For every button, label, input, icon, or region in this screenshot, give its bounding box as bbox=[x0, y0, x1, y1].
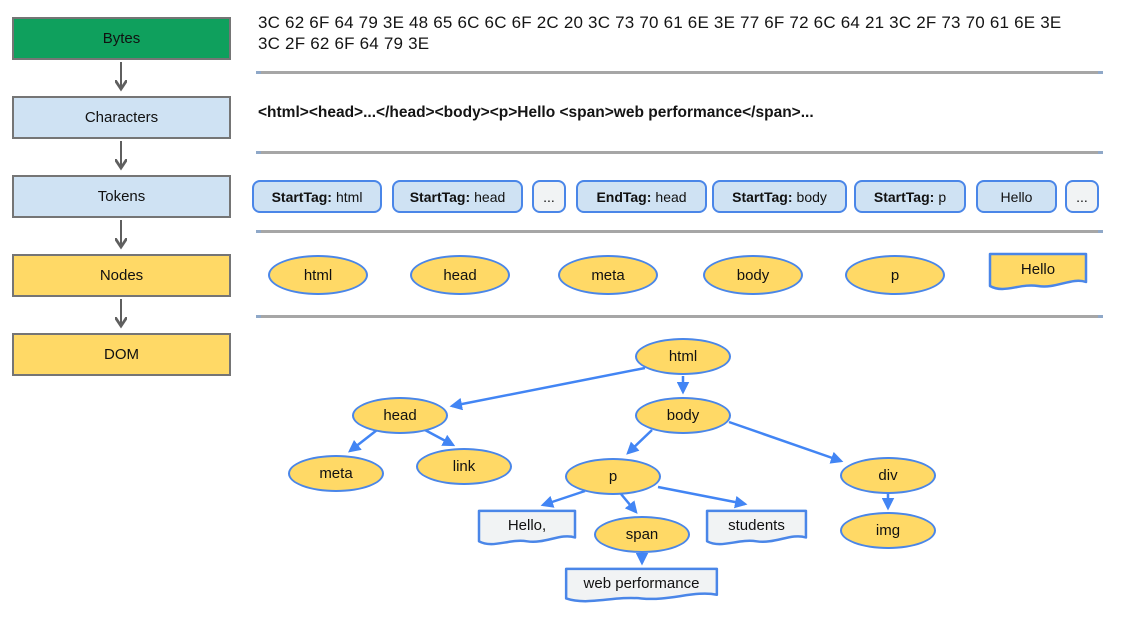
node-label: meta bbox=[319, 465, 353, 482]
stage-label: Tokens bbox=[97, 188, 146, 205]
dom-node-img: img bbox=[840, 512, 936, 549]
token-value: head bbox=[655, 188, 687, 205]
node-label: span bbox=[625, 526, 659, 543]
token-endtag-head: EndTag:head bbox=[576, 180, 707, 213]
stage-box-characters: Characters bbox=[12, 96, 231, 139]
stage-box-bytes: Bytes bbox=[12, 17, 231, 60]
row-divider bbox=[256, 315, 1103, 318]
dom-textnode-web-performance: web performance bbox=[563, 567, 720, 604]
dom-node-p: p bbox=[565, 458, 661, 495]
node-label: p bbox=[608, 468, 618, 485]
token-value: Hello bbox=[1000, 188, 1033, 205]
token-value: p bbox=[938, 188, 947, 205]
node-label: link bbox=[452, 458, 476, 475]
stage-box-nodes: Nodes bbox=[12, 254, 231, 297]
node-label: body bbox=[736, 266, 770, 284]
node-body: body bbox=[703, 255, 803, 295]
dom-node-span: span bbox=[594, 516, 690, 553]
node-head: head bbox=[410, 255, 510, 295]
node-meta: meta bbox=[558, 255, 658, 295]
node-label: head bbox=[443, 266, 477, 284]
dom-node-html: html bbox=[635, 338, 731, 375]
node-text-hello: Hello bbox=[988, 252, 1088, 292]
node-label: meta bbox=[591, 266, 625, 284]
token-ellipsis: ... bbox=[1065, 180, 1099, 213]
node-html: html bbox=[268, 255, 368, 295]
document-shape bbox=[988, 252, 1088, 292]
stage-box-tokens: Tokens bbox=[12, 175, 231, 218]
node-label: p bbox=[890, 266, 900, 284]
token-starttag-p: StartTag:p bbox=[854, 180, 966, 213]
dom-node-div: div bbox=[840, 457, 936, 494]
document-shape bbox=[563, 567, 720, 604]
dom-textnode-hello: Hello, bbox=[477, 509, 577, 547]
token-type: StartTag: bbox=[409, 188, 471, 205]
token-value: ... bbox=[1076, 188, 1088, 205]
token-value: ... bbox=[543, 188, 555, 205]
dom-node-body: body bbox=[635, 397, 731, 434]
token-type: StartTag: bbox=[873, 188, 935, 205]
row-divider bbox=[256, 151, 1103, 154]
token-starttag-body: StartTag:body bbox=[712, 180, 847, 213]
token-value: body bbox=[796, 188, 827, 205]
node-label: div bbox=[878, 467, 898, 484]
node-label: html bbox=[303, 266, 333, 284]
token-text-hello: Hello bbox=[976, 180, 1057, 213]
node-label: students bbox=[728, 517, 785, 534]
token-ellipsis: ... bbox=[532, 180, 566, 213]
characters-markup-text: <html><head>...</head><body><p>Hello <sp… bbox=[258, 104, 814, 121]
dom-node-meta: meta bbox=[288, 455, 384, 492]
bytes-hex-text: 3C 62 6F 64 79 3E 48 65 6C 6C 6F 2C 20 3… bbox=[258, 13, 1062, 53]
row-divider bbox=[256, 71, 1103, 74]
node-p: p bbox=[845, 255, 945, 295]
document-shape bbox=[477, 509, 577, 547]
token-value: head bbox=[474, 188, 506, 205]
token-value: html bbox=[335, 188, 363, 205]
token-starttag-html: StartTag:html bbox=[252, 180, 382, 213]
node-label: body bbox=[666, 407, 700, 424]
stage-label: Characters bbox=[84, 109, 159, 126]
token-type: StartTag: bbox=[732, 188, 793, 205]
dom-node-head: head bbox=[352, 397, 448, 434]
stage-box-dom: DOM bbox=[12, 333, 231, 376]
token-starttag-head: StartTag:head bbox=[392, 180, 523, 213]
stage-label: Bytes bbox=[102, 30, 141, 47]
dom-textnode-students: students bbox=[705, 509, 808, 547]
stage-label: DOM bbox=[104, 346, 139, 363]
dom-node-link: link bbox=[416, 448, 512, 485]
document-shape bbox=[705, 509, 808, 547]
node-label: Hello bbox=[1020, 261, 1056, 278]
node-label: html bbox=[668, 348, 698, 365]
token-type: StartTag: bbox=[271, 188, 332, 205]
stage-label: Nodes bbox=[99, 267, 144, 284]
node-label: Hello, bbox=[507, 517, 547, 534]
node-label: head bbox=[383, 407, 417, 424]
token-type: EndTag: bbox=[596, 188, 652, 205]
node-label: img bbox=[875, 522, 901, 539]
node-label: web performance bbox=[583, 574, 700, 592]
row-divider bbox=[256, 230, 1103, 233]
